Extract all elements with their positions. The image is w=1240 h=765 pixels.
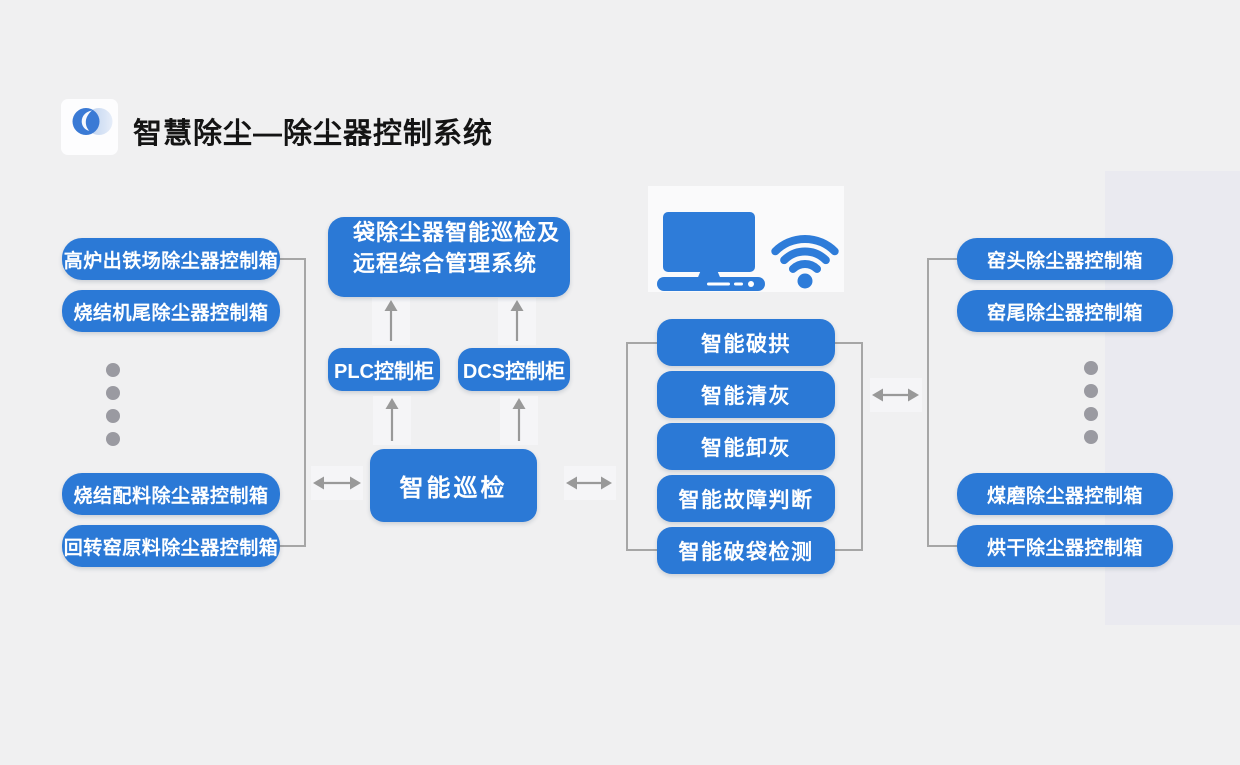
box-rotary-kiln-raw-material: 回转窑原料除尘器控制箱 (62, 525, 280, 567)
arrow-double-patrol-functions (566, 476, 612, 490)
box-kiln-head: 窑头除尘器控制箱 (957, 238, 1173, 280)
arrow-up-patrol-to-plc (385, 398, 399, 441)
arrow-double-left-patrol (313, 476, 361, 490)
box-smart-bag-break-detection: 智能破袋检测 (657, 527, 835, 574)
box-sinter-machine-tail: 烧结机尾除尘器控制箱 (62, 290, 280, 332)
box-smart-fault-judgment: 智能故障判断 (657, 475, 835, 522)
ellipsis-dots-left (106, 363, 120, 446)
box-smart-arch-breaking: 智能破拱 (657, 319, 835, 366)
box-blast-furnace-casting: 高炉出铁场除尘器控制箱 (62, 238, 280, 280)
left-group-bracket (280, 258, 306, 547)
management-system-line2: 远程综合管理系统 (353, 251, 538, 276)
box-sinter-batching: 烧结配料除尘器控制箱 (62, 473, 280, 515)
function-right-bracket (835, 342, 863, 551)
function-left-bracket (626, 342, 657, 551)
box-smart-patrol: 智能巡检 (370, 449, 537, 522)
box-management-system: 袋除尘器智能巡检及 远程综合管理系统 (328, 217, 570, 297)
computer-icon (657, 212, 765, 291)
arrow-up-dcs-to-system (510, 300, 524, 341)
terminal-panel (648, 186, 844, 292)
swirl-logo-icon (61, 99, 118, 155)
box-dcs-cabinet: DCS控制柜 (458, 348, 570, 391)
box-smart-ash-unloading: 智能卸灰 (657, 423, 835, 470)
ellipsis-dots-right (1084, 361, 1098, 444)
wifi-icon (771, 235, 839, 289)
box-coal-mill: 煤磨除尘器控制箱 (957, 473, 1173, 515)
page-title: 智慧除尘—除尘器控制系统 (133, 118, 494, 150)
arrow-double-functions-right (872, 388, 919, 402)
box-smart-ash-cleaning: 智能清灰 (657, 371, 835, 418)
box-plc-cabinet: PLC控制柜 (328, 348, 440, 391)
box-kiln-tail: 窑尾除尘器控制箱 (957, 290, 1173, 332)
arrow-up-plc-to-system (384, 300, 398, 341)
arrow-up-patrol-to-dcs (512, 398, 526, 441)
management-system-line1: 袋除尘器智能巡检及 (353, 220, 561, 245)
right-group-bracket (927, 258, 957, 547)
box-drying: 烘干除尘器控制箱 (957, 525, 1173, 567)
